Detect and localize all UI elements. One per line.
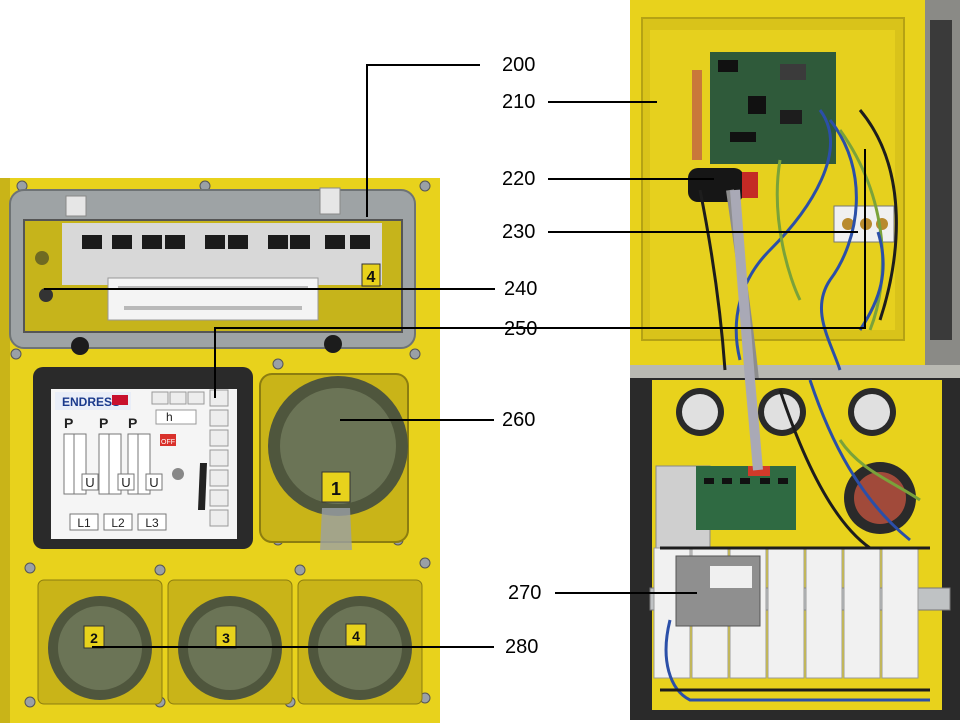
relay-board — [696, 466, 796, 530]
u-key-2: U — [121, 475, 130, 490]
hour-meter-label: h — [166, 410, 173, 424]
u-key-3: U — [149, 475, 158, 490]
u-key-1: U — [85, 475, 94, 490]
off-button-label: OFF — [161, 439, 175, 446]
leader-250 — [214, 149, 866, 398]
p-key-3: P — [128, 415, 137, 431]
p-key-2: P — [99, 415, 108, 431]
phase-label-l3: L3 — [145, 516, 159, 530]
wiring-lower — [660, 379, 930, 702]
ref-label-280: 280 — [505, 636, 539, 658]
front-panel-photo: 4 ENDRESS h P P P P OFF U U U L1 L2 L3 — [0, 178, 440, 723]
ref-label-200: 200 — [502, 54, 536, 76]
p-key-1: P — [64, 415, 73, 431]
warning-label — [107, 277, 319, 321]
ref-label-260: 260 — [502, 409, 536, 431]
ref-label-250: 250 — [504, 318, 538, 340]
socket-1-number: 1 — [331, 479, 341, 499]
ref-label-210: 210 — [502, 91, 536, 113]
leader-200 — [366, 64, 480, 217]
internal-sockets — [676, 388, 916, 534]
breaker-strip — [62, 223, 382, 285]
socket-1-cap — [280, 388, 396, 504]
socket-4-number: 4 — [352, 628, 360, 644]
ref-label-230: 230 — [502, 221, 536, 243]
socket-2-number: 2 — [90, 630, 98, 646]
phase-label-l1: L1 — [77, 516, 91, 530]
ribbon-cable — [730, 189, 763, 471]
breaker-number: 4 — [367, 269, 376, 286]
ref-label-240: 240 — [504, 278, 538, 300]
socket-3-number: 3 — [222, 630, 230, 646]
phase-label-l2: L2 — [111, 516, 125, 530]
ref-label-270: 270 — [508, 582, 542, 604]
brand-logo: ENDRESS — [62, 395, 120, 409]
ref-label-220: 220 — [502, 168, 536, 190]
